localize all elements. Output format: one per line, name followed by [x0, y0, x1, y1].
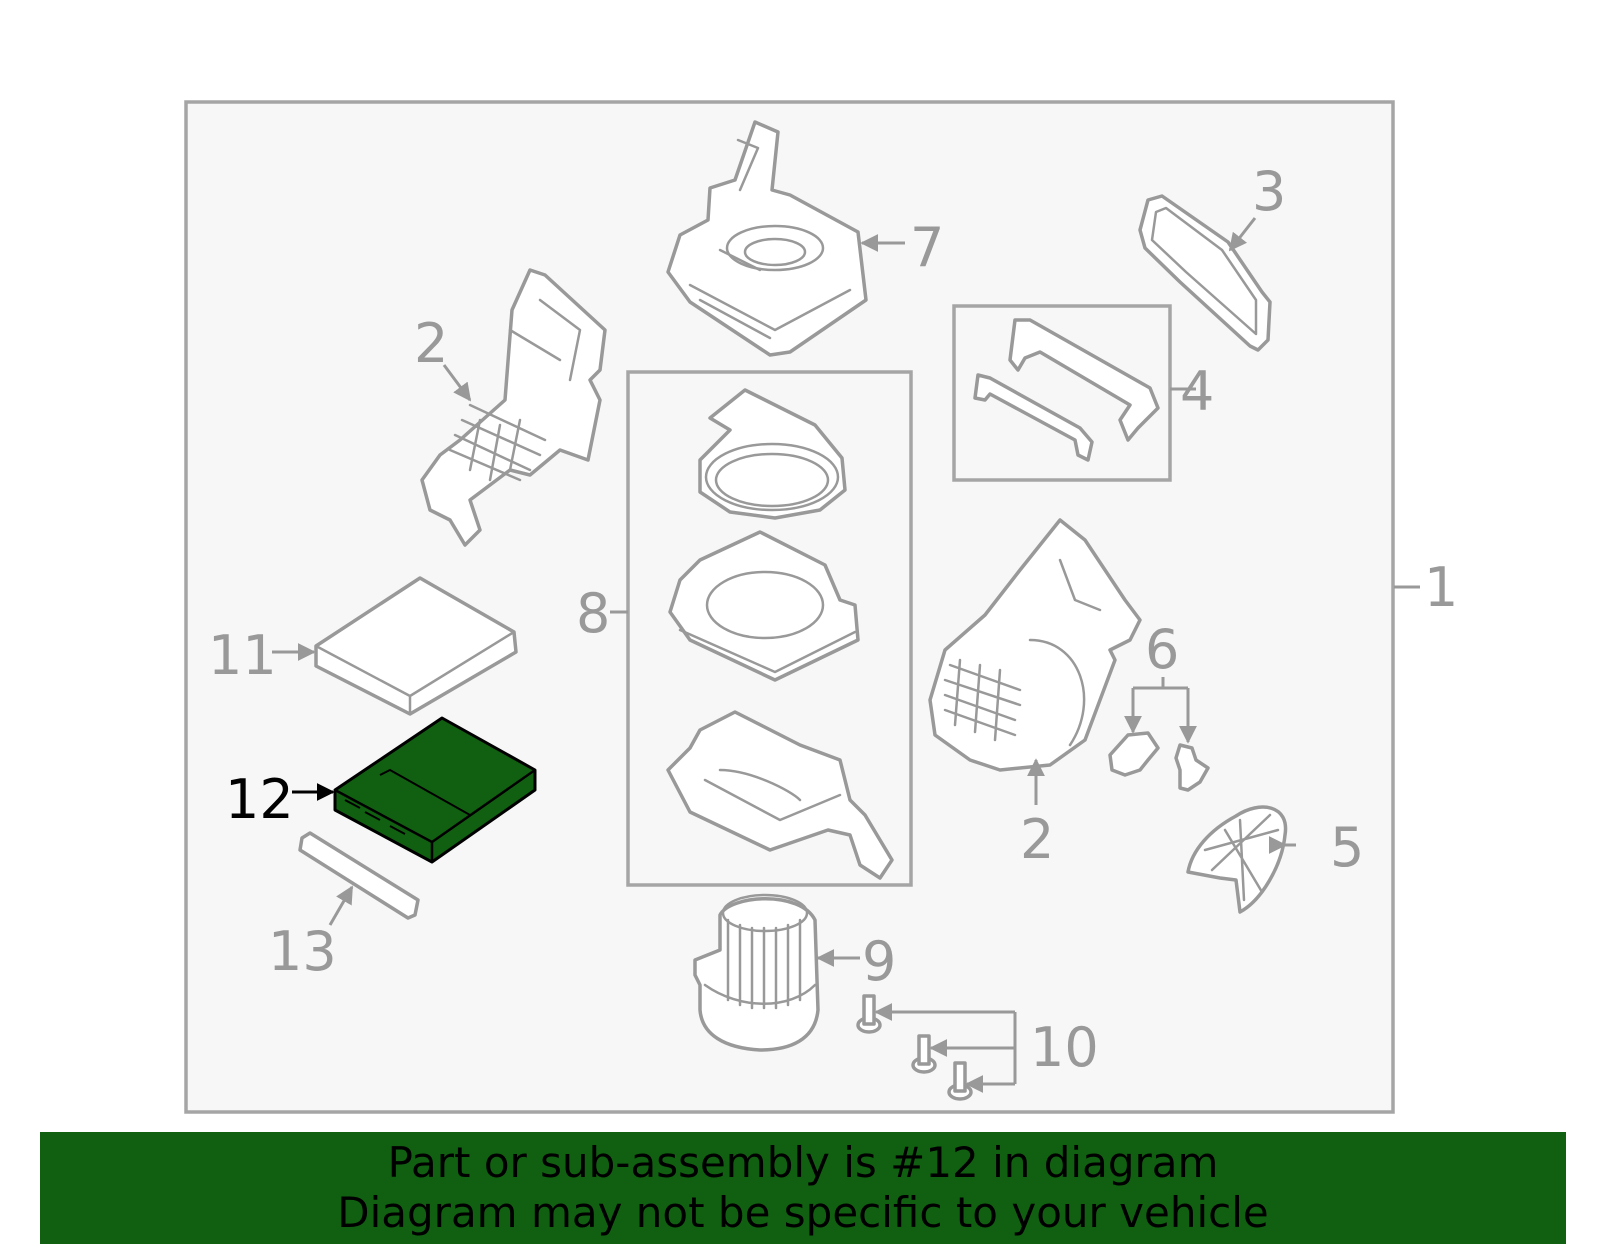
- part-7-upper-case: [666, 120, 868, 357]
- callout-9: 9: [862, 930, 896, 993]
- callout-labels: 1 2 2 3 4 5 6 7 8 9 10 11 12 13: [208, 160, 1458, 1079]
- callout-10: 10: [1030, 1016, 1099, 1079]
- callout-13: 13: [268, 920, 337, 983]
- callout-8: 8: [576, 582, 610, 645]
- callout-6: 6: [1145, 618, 1179, 681]
- info-banner: Part or sub-assembly is #12 in diagram D…: [40, 1132, 1566, 1244]
- group-box-8: [626, 370, 913, 887]
- part-13-strip: [298, 831, 420, 920]
- part-8-lower-case: [666, 388, 894, 880]
- part-5-cover: [1186, 805, 1288, 914]
- callout-2-top: 2: [414, 312, 448, 375]
- callout-12: 12: [225, 768, 294, 831]
- leader-lines: [272, 217, 1420, 1093]
- part-6-actuators: [1108, 731, 1210, 792]
- callout-3: 3: [1252, 160, 1286, 223]
- callout-1: 1: [1424, 556, 1458, 619]
- part-10-screws: [856, 994, 973, 1101]
- part-4-brackets: [973, 318, 1160, 462]
- part-9-blower-motor: [693, 893, 820, 1052]
- callout-2-bottom: 2: [1020, 808, 1054, 871]
- part-2-top-duct: [420, 268, 607, 547]
- part-12-highlighted: [333, 716, 537, 864]
- banner-line-part: Part or sub-assembly is #12 in diagram: [387, 1138, 1219, 1187]
- callout-11: 11: [208, 624, 277, 687]
- part-3-seal: [1138, 194, 1272, 352]
- callout-7: 7: [910, 216, 944, 279]
- part-2-bottom-case: [928, 518, 1142, 772]
- group-box-4: [952, 304, 1172, 482]
- callout-4: 4: [1180, 360, 1214, 423]
- part-11-filter: [314, 576, 518, 716]
- banner-line-disclaimer: Diagram may not be specific to your vehi…: [337, 1188, 1269, 1237]
- callout-5: 5: [1330, 816, 1364, 879]
